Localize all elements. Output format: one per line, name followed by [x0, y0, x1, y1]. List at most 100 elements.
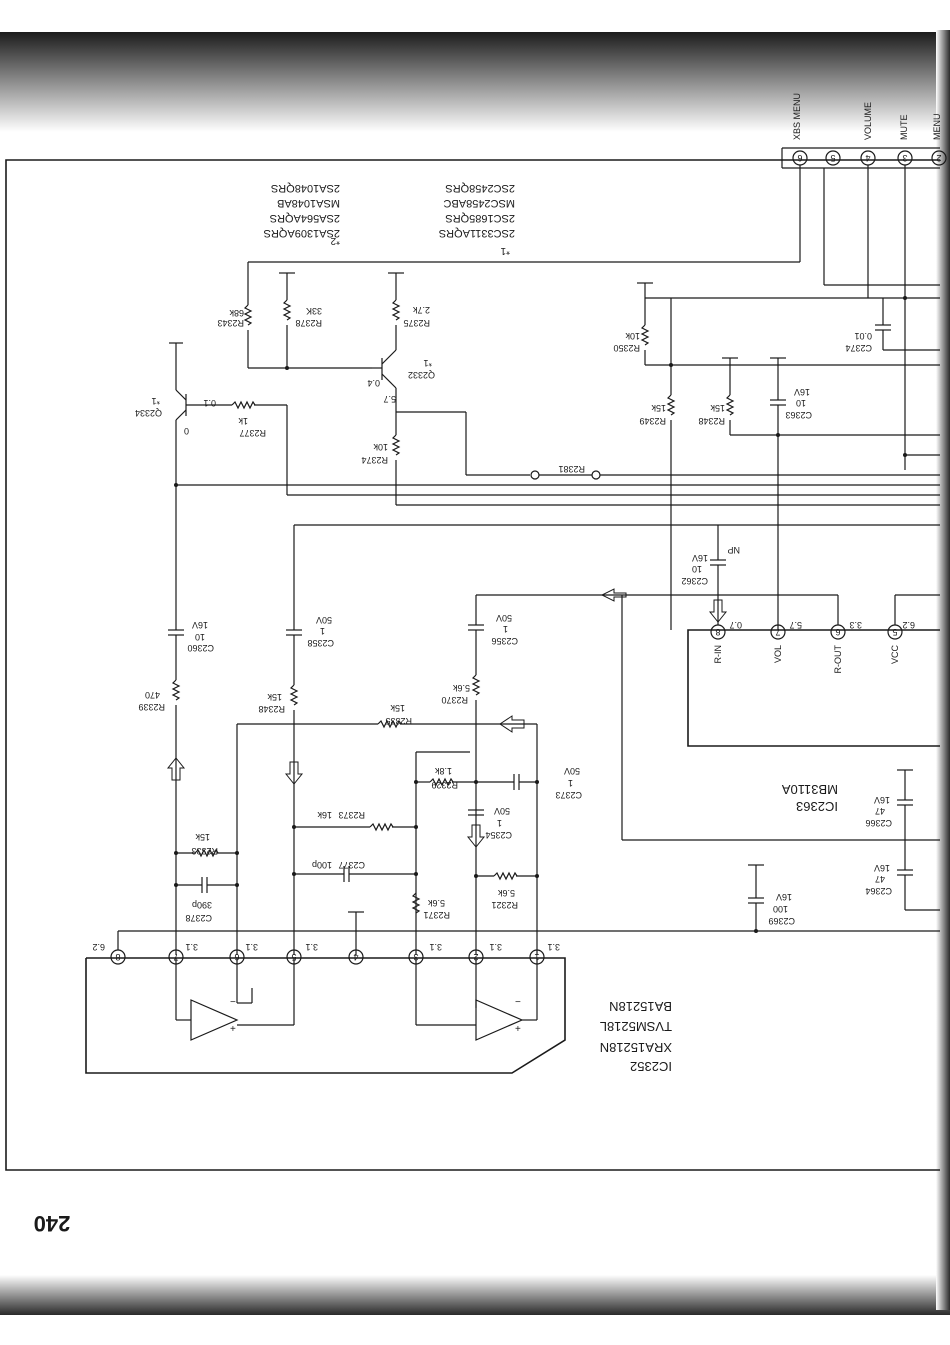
signal-arrow-down — [466, 824, 486, 848]
resistor-r2349 — [666, 394, 676, 416]
c2373-ref: C2373 — [555, 790, 582, 800]
op-amp-a-plus: + — [515, 1024, 521, 1035]
signal-arrow-down — [708, 599, 728, 623]
ic2363-pin-name-vcc: VCC — [890, 645, 900, 665]
r2339-ref: R2339 — [138, 702, 165, 712]
connector-pin-num: 4 — [865, 153, 870, 163]
transistor-q2332 — [372, 349, 397, 389]
r2350-val: 10k — [625, 331, 640, 341]
c2366-ref: C2366 — [865, 818, 892, 828]
transistor-notes: *2 *1 2SC2458QRS MSC2458ABC 2SC1685QRS 2… — [264, 182, 515, 256]
signal-arrow-down — [284, 761, 304, 785]
note-list2-item: 2SA1048QRS — [271, 182, 340, 194]
resistor-r2378 — [282, 299, 292, 321]
note-marker-1: *1 — [500, 245, 510, 256]
resistor-r2348b — [289, 684, 299, 706]
r2378-val: 33K — [306, 306, 322, 316]
resistor-r2374 — [391, 434, 401, 456]
resistor-r2329 — [429, 777, 454, 787]
r2321-ref: R2321 — [491, 900, 518, 910]
signal-arrow-up — [166, 757, 186, 781]
junction-dots — [174, 296, 907, 933]
r2370-val: 5.6k — [452, 683, 470, 693]
ic2352-pin-v: 3.1 — [185, 942, 198, 952]
r2373-val: 16k — [317, 810, 332, 820]
ic2363-pin-v: 0.7 — [729, 620, 742, 630]
ic2352-pin-v: 3.1 — [547, 942, 560, 952]
connector: 6 5 4 3 2 XBS MENU VOLUME MUTE MENU — [781, 93, 947, 169]
r2371-val: 5.6k — [427, 898, 445, 908]
r2381-terminal — [530, 470, 540, 480]
ic2352-pin-v: 3.1 — [245, 942, 258, 952]
c2364-val: 47 — [875, 874, 885, 884]
c2362-ref: C2362 — [681, 576, 708, 586]
q2334-v2: 0 — [184, 426, 189, 436]
r2333-ref: R2333 — [191, 846, 218, 856]
resistor-r2321 — [493, 871, 518, 881]
ic2352-pin-1 — [529, 949, 545, 965]
r2321-val: 5.6k — [497, 888, 515, 898]
connector-label-volume: VOLUME — [863, 102, 873, 140]
c2356-rating: 50V — [496, 613, 512, 623]
r2349-val: 15k — [651, 403, 666, 413]
c2374-ref: C2374 — [845, 343, 872, 353]
c2369-val: 100 — [773, 904, 788, 914]
ic2352-pin-num: 7 — [173, 952, 178, 962]
r2378-ref: R2378 — [295, 318, 322, 328]
c2364-rating: 16V — [874, 863, 890, 873]
ic2352-pin-v: 3.1 — [429, 942, 442, 952]
page-number: 240 — [34, 1211, 71, 1236]
r2343-val: 68k — [229, 308, 244, 318]
r2374-ref: R2374 — [361, 455, 388, 465]
ic2352-pin-6 — [229, 949, 245, 965]
ic2352-name: IC2352 — [630, 1059, 672, 1074]
c2363-ref: C2363 — [785, 410, 812, 420]
connector-pin-num: 2 — [936, 153, 941, 163]
r2377-val: 1k — [238, 416, 248, 426]
c2369-ref: C2369 — [768, 916, 795, 926]
ic2352-pin-4 — [348, 949, 364, 965]
r2371-ref: R2371 — [423, 910, 450, 920]
resistor-r2371 — [411, 892, 421, 914]
r2329-ref: R2329 — [431, 780, 458, 790]
r2333-val: 15k — [195, 832, 210, 842]
r2348b-ref: R2348 — [258, 704, 285, 714]
q2334-ref: Q2334 — [135, 408, 162, 418]
c2358-ref: C2358 — [307, 638, 334, 648]
c2356-ref: C2356 — [491, 636, 518, 646]
r2381-terminal — [591, 470, 601, 480]
q2332-v1: 0.4 — [367, 378, 380, 388]
c2358-val: 1 — [320, 626, 325, 636]
r2377-ref: R2377 — [239, 428, 266, 438]
resistor-r2370 — [471, 674, 481, 696]
ic2352-pin-num: 6 — [234, 952, 239, 962]
q2334-v1: 0.1 — [203, 398, 216, 408]
r2381-ref: R2381 — [558, 464, 585, 474]
signal-arrow-left — [600, 588, 627, 602]
r2335-ref: R2335 — [385, 716, 412, 726]
r2343-ref: R2343 — [217, 318, 244, 328]
ic2352-pin-3 — [408, 949, 424, 965]
r2350-ref: R2350 — [613, 343, 640, 353]
q2332-v2: 5.7 — [383, 394, 396, 404]
ic2352-pin-2 — [468, 949, 484, 965]
op-amp-b-plus: + — [230, 1024, 236, 1035]
connector-pin-num: 6 — [797, 153, 802, 163]
c2362-val: 10 — [692, 564, 702, 574]
ic2352-pin-v: 3.1 — [305, 942, 318, 952]
c2366-rating: 16V — [874, 795, 890, 805]
outer-frame — [5, 159, 940, 1171]
c2360-rating: 16V — [192, 620, 208, 630]
ic2352-pin-num: 1 — [534, 952, 539, 962]
c2358-rating: 50V — [316, 615, 332, 625]
scan-shadow-right — [936, 30, 950, 1310]
connector-label-menu: MENU — [932, 114, 942, 141]
q2332-ref: Q2332 — [408, 370, 435, 380]
scan-shadow-bottom — [0, 1275, 950, 1315]
c2378-ref: C2378 — [185, 913, 212, 923]
ic2352-pin-num: 4 — [353, 952, 358, 962]
op-amp-b-minus: − — [230, 997, 236, 1008]
r2329-val: 1.8k — [434, 766, 452, 776]
c2362-extra: NP — [727, 545, 740, 555]
resistor-r2343 — [243, 304, 253, 326]
